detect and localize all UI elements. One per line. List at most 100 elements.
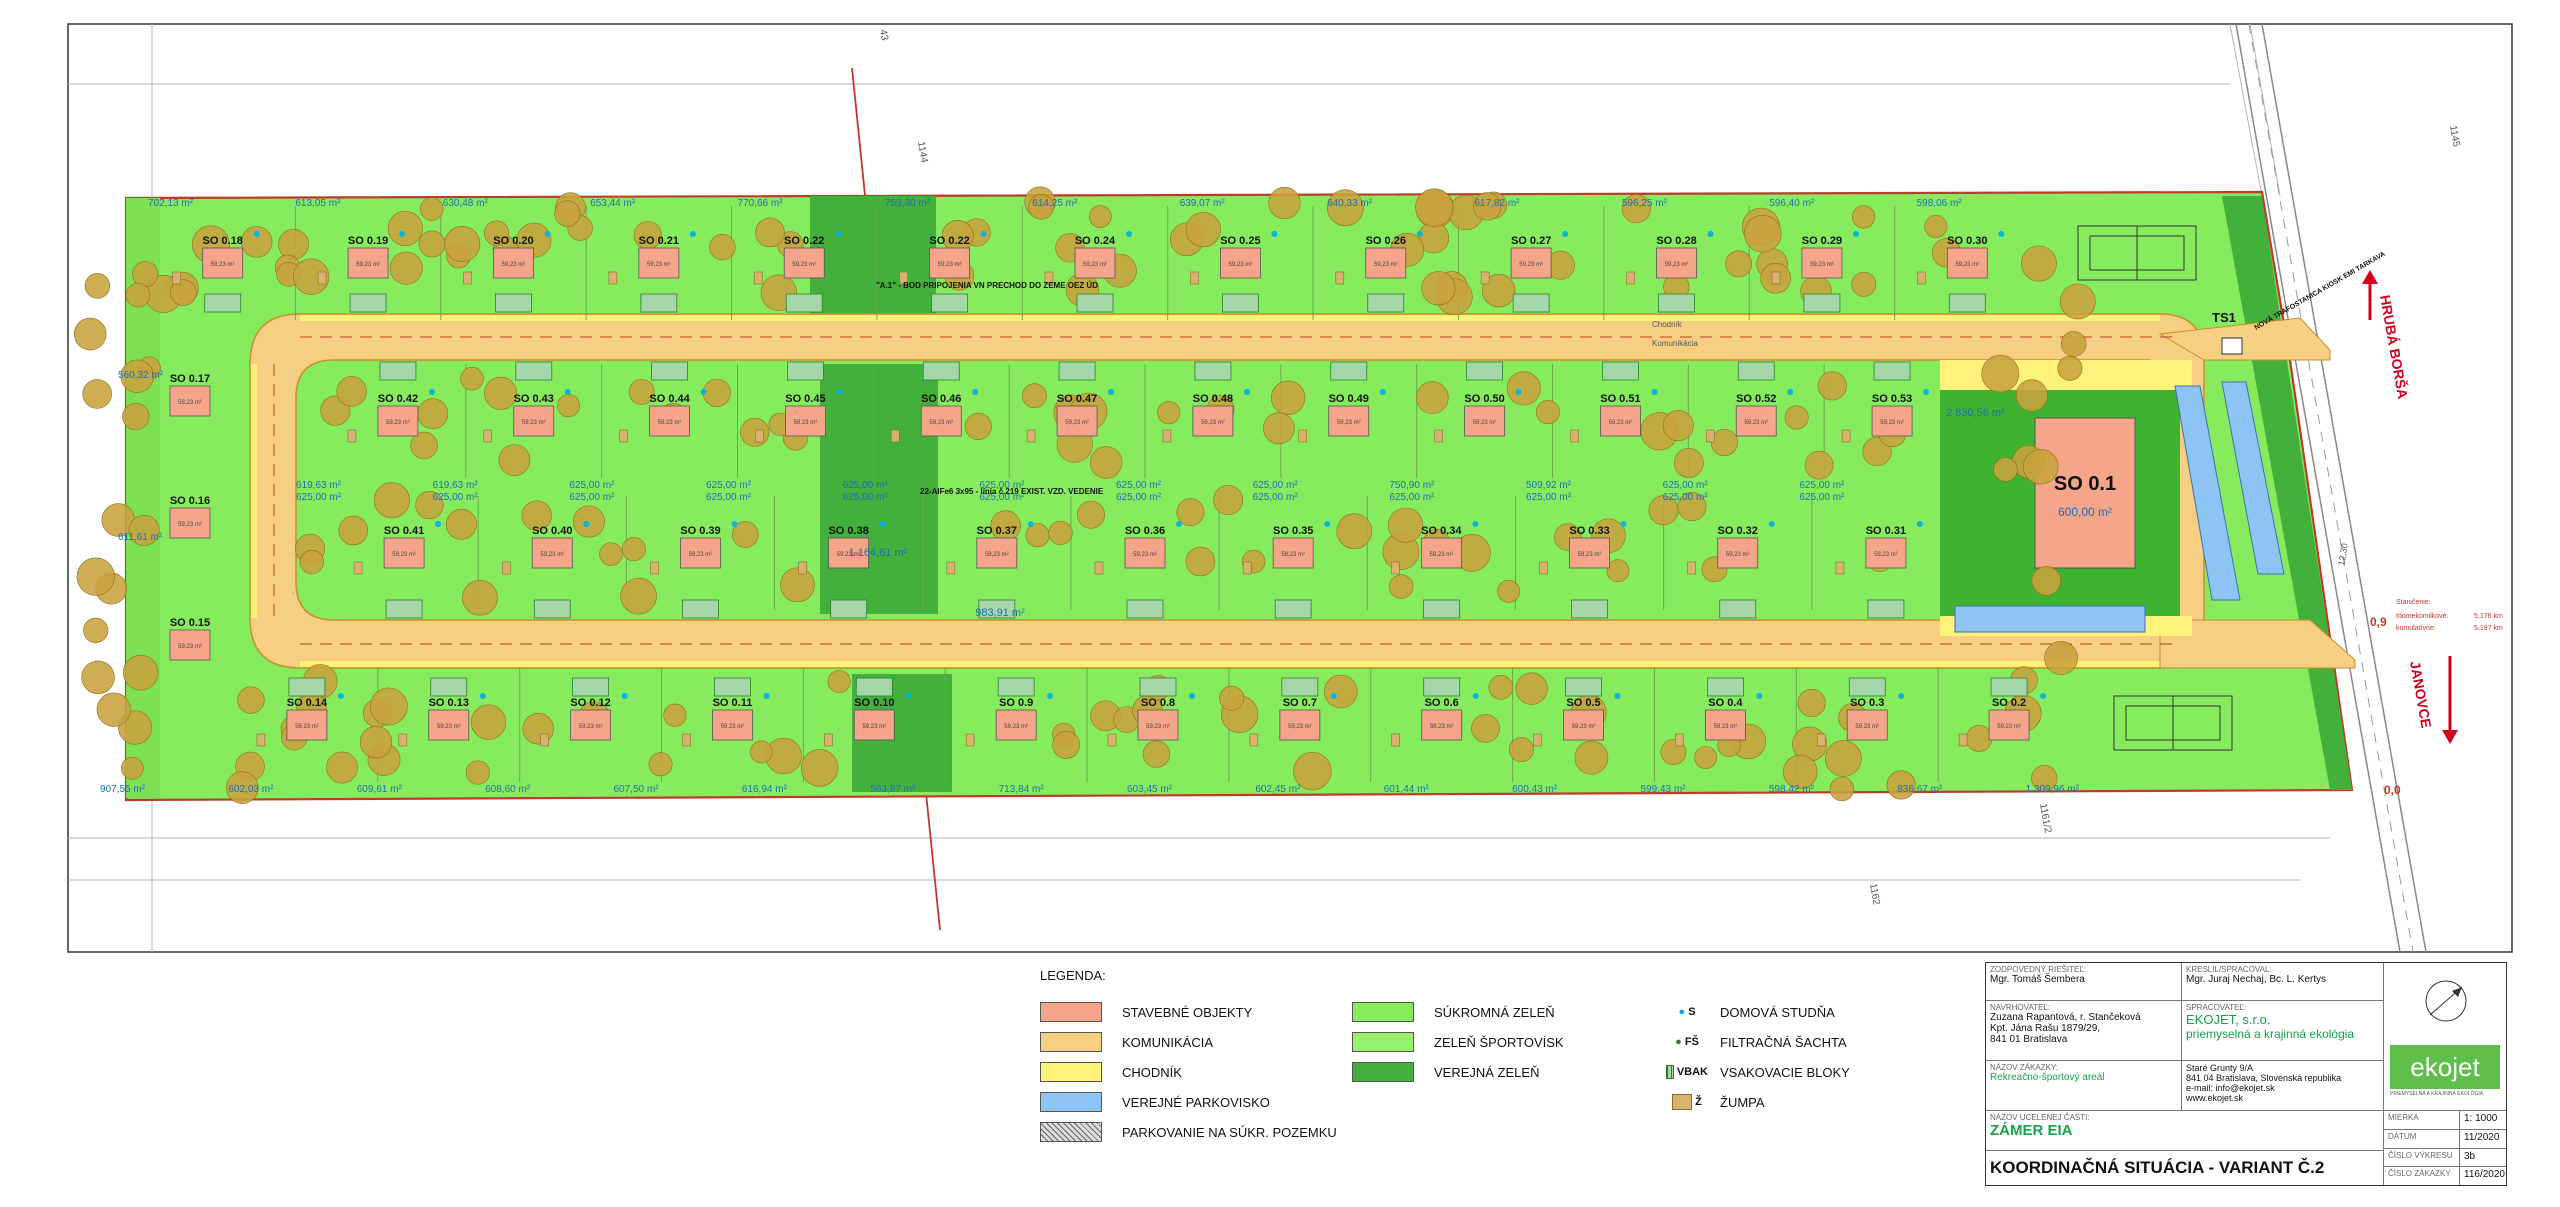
house-area: 59,23 m² — [1201, 420, 1225, 426]
plot-area-label: 625,00 m² — [843, 480, 889, 491]
trees-layer — [73, 186, 2096, 804]
tree-icon — [359, 726, 393, 759]
house-area: 59,23 m² — [1578, 552, 1602, 558]
cesspool-icon: Ž — [1666, 1092, 1708, 1112]
cesspool-icon — [1570, 429, 1579, 443]
tree-icon — [1421, 271, 1456, 306]
road-label: Komunikácia — [1652, 339, 1698, 348]
house-label: SO 0.39 — [680, 525, 720, 537]
well-icon — [1562, 231, 1569, 237]
house-area: 59,23 m² — [295, 724, 319, 730]
north-arrow-icon — [2425, 980, 2467, 1022]
cesspool-icon — [753, 271, 763, 285]
house-footprint — [1704, 709, 1746, 741]
well-icon — [1923, 389, 1930, 395]
infiltration-block-icon — [931, 293, 969, 313]
tree-icon — [1336, 513, 1373, 550]
well-icon — [1768, 521, 1775, 527]
house-label: SO 0.21 — [639, 235, 679, 247]
tb-drawing-no-label: ČÍSLO VÝKRESU — [2384, 1149, 2460, 1167]
plot-area-label: 598,06 m² — [1917, 198, 1963, 209]
infiltration-block-icon — [288, 677, 326, 697]
tree-icon — [82, 379, 112, 409]
well-icon — [1472, 693, 1479, 699]
tree-icon — [76, 557, 115, 596]
tree-icon — [387, 210, 423, 246]
house-area: 59,23 m² — [522, 420, 546, 426]
house-footprint — [1137, 709, 1179, 741]
tree-icon — [1268, 186, 1301, 220]
house-footprint — [929, 247, 971, 279]
house-area: 59,23 m² — [689, 552, 713, 558]
tree-icon — [1784, 405, 1809, 430]
infiltration-block-icon — [1873, 361, 1911, 381]
house-label: SO 0.31 — [1866, 525, 1906, 537]
infiltration-block-icon — [533, 599, 571, 619]
cesspool-icon — [755, 429, 764, 443]
chainage-label-2: kumulatívne: — [2396, 625, 2436, 632]
tree-icon — [73, 317, 107, 351]
filter-shaft-icon: ● FŠ — [1675, 1036, 1699, 1048]
main-building — [2034, 417, 2136, 569]
house-label: SO 0.28 — [1656, 235, 1696, 247]
well-icon — [583, 521, 590, 527]
infiltration-block-icon — [922, 361, 960, 381]
house-area: 59,23 m² — [929, 420, 953, 426]
infiltration-block-icon — [1719, 599, 1757, 619]
house-label: SO 0.26 — [1366, 235, 1406, 247]
well-icon — [1324, 521, 1331, 527]
road-connector — [2158, 317, 2331, 361]
tree-icon — [125, 282, 151, 308]
house-area: 59,23 m² — [1430, 724, 1454, 730]
plot-area-label: 617,82 m² — [1474, 198, 1520, 209]
plot-area-label: 625,00 m² — [1799, 492, 1845, 503]
tree-icon — [83, 617, 109, 643]
tree-icon — [462, 579, 498, 616]
tree-icon — [1481, 273, 1516, 308]
public-green-top — [810, 196, 936, 314]
infiltration-block-icon — [1221, 293, 1259, 313]
house-label: SO 0.46 — [921, 393, 961, 405]
cadastral-lines — [68, 23, 2330, 952]
house-area: 59,23 m² — [1065, 420, 1089, 426]
legend-item-well: ● S DOMOVÁ STUDŇA — [1666, 1002, 1834, 1022]
tree-icon — [241, 226, 273, 258]
house-footprint — [1656, 247, 1697, 279]
tree-icon — [1981, 354, 2020, 393]
tree-icon — [663, 703, 687, 727]
plot-area-label: 625,00 m² — [1663, 480, 1709, 491]
infiltration-block-icon — [1076, 293, 1114, 313]
house-label: SO 0.19 — [348, 235, 388, 247]
swatch-private-parking — [1040, 1122, 1102, 1142]
legend-item-sidewalk: CHODNÍK — [1040, 1062, 1182, 1082]
cesspool-icon — [1539, 561, 1548, 575]
tree-icon — [827, 670, 851, 694]
plot-area-label: 599,43 m² — [1641, 784, 1687, 795]
parcel-number-1161-2: 1161/2 — [2037, 803, 2053, 835]
plot-area-label: 653,44 m² — [590, 198, 636, 209]
house-area: 59,23 m² — [1810, 262, 1834, 268]
cesspool-icon — [1044, 271, 1054, 285]
utility-note-top: "A.1" - BOD PRIPOJENIA VN PRECHOD DO ZEM… — [876, 281, 1098, 290]
tree-icon — [84, 273, 111, 299]
swatch-private-green — [1352, 1002, 1414, 1022]
house-area: 59,23 m² — [1430, 552, 1454, 558]
tree-icon — [1052, 730, 1081, 759]
swatch-public-green — [1352, 1062, 1414, 1082]
tree-icon — [599, 542, 623, 566]
plot-area-label: 608,60 m² — [485, 784, 531, 795]
house-area: 59,23 m² — [1281, 552, 1305, 558]
infiltration-block-icon — [1058, 361, 1096, 381]
house-area: 59,23 m² — [1997, 724, 2021, 730]
tree-icon — [170, 279, 197, 306]
house-footprint — [531, 537, 573, 569]
tennis-court-bottom — [2113, 695, 2233, 751]
